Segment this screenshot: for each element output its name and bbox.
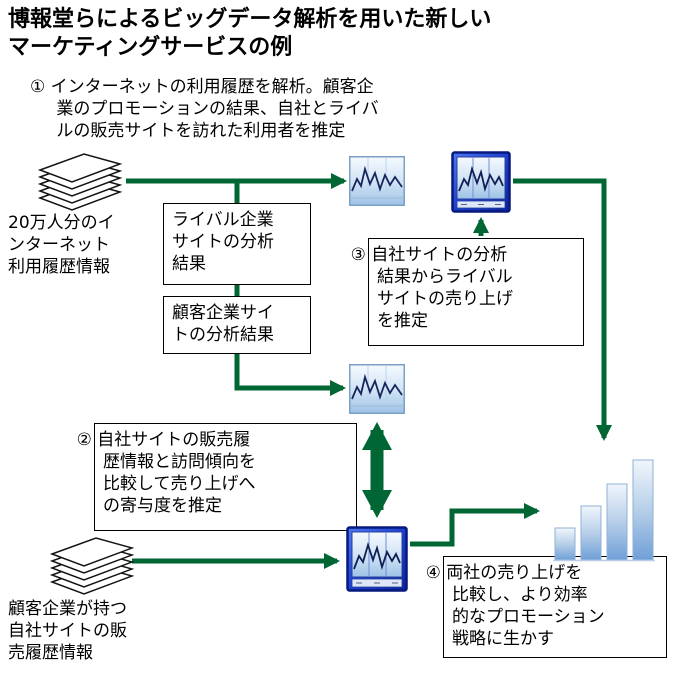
framed-line-chart-icon [346,526,408,592]
sales-history-label: 顧客企業が持つ 自社サイトの販 売履歴情報 [8,599,127,664]
bar-chart-icon [551,448,657,564]
step1-annotation: ① インターネットの利用履歴を解析。顧客企 業のプロモーションの結果、自社とライ… [30,77,379,142]
internet-history-label: 20万人分のイ ンターネット 利用履歴情報 [8,213,115,278]
framed-line-chart-icon [451,151,511,213]
document-stack-icon [48,536,136,596]
line-chart-icon [349,364,405,414]
client-analysis-box: 顧客企業サイ トの分析結果 [163,296,311,354]
step3-box: ③ 自社サイトの分析 結果からライバル サイトの売り上げ を推定 [351,238,584,346]
step2-box: ② 自社サイトの販売履 歴情報と訪問傾向を 比較して売り上げへ の寄与度を推定 [77,423,357,531]
document-stack-icon [36,152,124,212]
arrow-bottom-chart-to-bar-chart [410,503,540,547]
rival-analysis-box: ライバル企業 サイトの分析 結果 [163,203,311,285]
page-title: 博報堂らによるビッグデータ解析を用いた新しい マーケティングサービスの例 [8,7,492,60]
step4-box: ④ 両社の売り上げを 比較し、より効率 的なプロモーション 戦略に生かす [426,556,667,658]
line-chart-icon [349,156,405,206]
arrow-framed-chart-to-bar-chart [513,178,612,441]
